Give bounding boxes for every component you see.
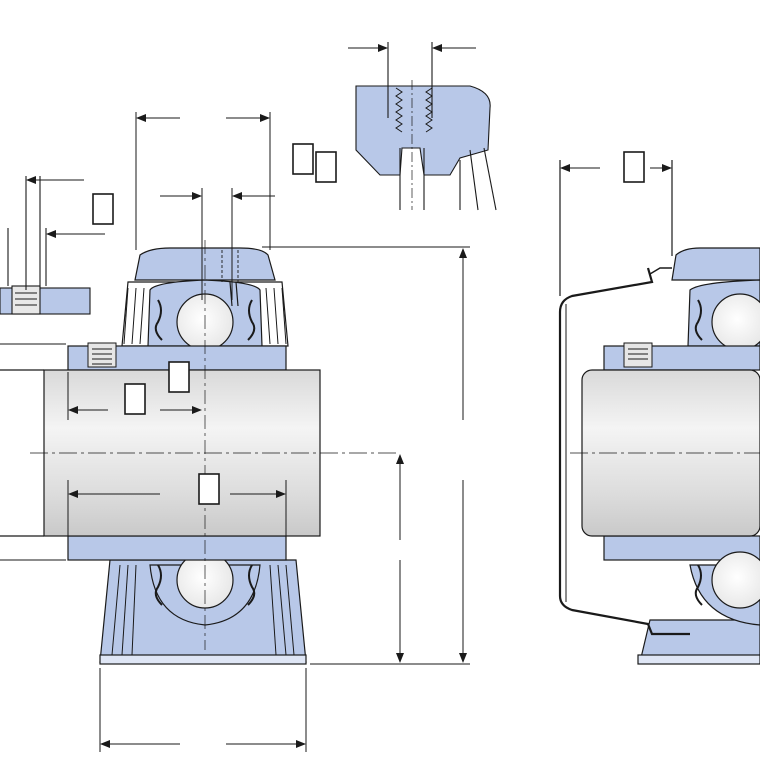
dimension-lines xyxy=(0,44,672,752)
set-screw xyxy=(87,342,117,368)
end-cover-set-screw xyxy=(623,342,653,368)
placeholder-box-thread-a xyxy=(292,143,314,175)
housing-top-cap xyxy=(134,247,276,281)
thread-teeth xyxy=(395,87,433,133)
base-ribs xyxy=(111,564,295,656)
placeholder-box-ring-a xyxy=(168,361,190,393)
upper-ribs xyxy=(123,287,287,345)
placeholder-box-detail xyxy=(92,193,114,225)
mount-detail-view xyxy=(0,176,91,315)
lower-inner-ring xyxy=(67,535,287,561)
lubrication-bore xyxy=(221,250,239,282)
placeholder-box-thread-b xyxy=(315,151,337,183)
sectional-housing-view xyxy=(0,240,400,665)
placeholder-box-cover xyxy=(623,151,645,183)
detail-set-screw xyxy=(11,285,41,315)
dimension-placeholder-boxes xyxy=(92,143,645,505)
thread-housing-section xyxy=(355,85,491,176)
base-plate xyxy=(99,654,307,665)
placeholder-box-flange xyxy=(198,473,220,505)
end-cover-shell xyxy=(558,267,690,636)
placeholder-box-ring-b xyxy=(124,383,146,415)
thread-detail-view xyxy=(355,42,497,211)
end-cover-view xyxy=(558,160,760,665)
